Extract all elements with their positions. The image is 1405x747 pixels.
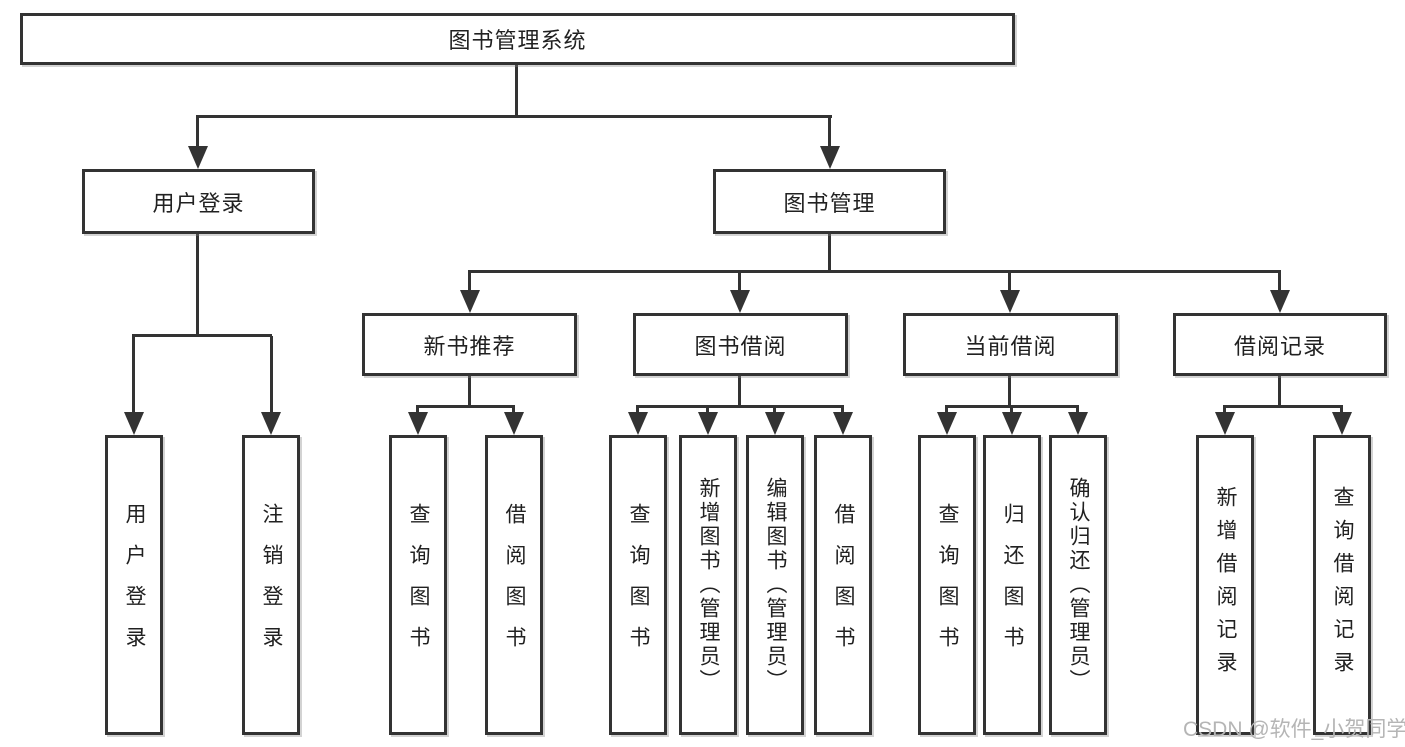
- node-user-login: 用户登录: [82, 169, 315, 234]
- node-label: 新增借阅记录: [1214, 486, 1237, 684]
- connector: [132, 334, 272, 337]
- connector: [1223, 405, 1343, 408]
- connector: [515, 65, 518, 117]
- node-label: 查询图书: [407, 503, 430, 667]
- connector: [416, 405, 515, 408]
- leaf-recommend-query-book: 查询图书: [389, 435, 447, 735]
- connector: [1278, 376, 1281, 407]
- node-label: 借阅记录: [1233, 333, 1326, 359]
- node-label: 用户登录: [123, 503, 146, 667]
- node-current-borrowing: 当前借阅: [903, 313, 1118, 376]
- arrow-down-icon: [124, 412, 144, 435]
- leaf-records-add-borrow-record: 新增借阅记录: [1196, 435, 1254, 735]
- node-label: 当前借阅: [964, 333, 1057, 359]
- leaf-borrowing-query-book: 查询图书: [609, 435, 667, 735]
- connector: [196, 117, 199, 150]
- arrow-down-icon: [1002, 412, 1022, 435]
- watermark: CSDN @软件_小贺同学: [1183, 718, 1405, 741]
- leaf-recommend-borrow-book: 借阅图书: [485, 435, 543, 735]
- arrow-down-icon: [937, 412, 957, 435]
- node-label: 归还图书: [1001, 503, 1024, 667]
- node-label: 查询图书: [627, 503, 650, 667]
- leaf-records-query-borrow-record: 查询借阅记录: [1313, 435, 1371, 735]
- node-label: 确认归还（管理员）: [1067, 477, 1090, 693]
- arrow-down-icon: [833, 412, 853, 435]
- node-book-borrowing: 图书借阅: [633, 313, 848, 376]
- node-label: 借阅图书: [832, 503, 855, 667]
- arrow-down-icon: [628, 412, 648, 435]
- node-label: 新书推荐: [423, 333, 516, 359]
- arrow-down-icon: [1332, 412, 1352, 435]
- connector: [738, 376, 741, 407]
- leaf-current-return-book: 归还图书: [983, 435, 1041, 735]
- connector: [738, 271, 741, 296]
- leaf-current-query-book: 查询图书: [918, 435, 976, 735]
- node-borrowing-records: 借阅记录: [1173, 313, 1387, 376]
- node-label: 图书管理: [783, 190, 876, 216]
- node-new-book-recommendation: 新书推荐: [362, 313, 577, 376]
- leaf-borrowing-borrow-book: 借阅图书: [814, 435, 872, 735]
- leaf-logout: 注销登录: [242, 435, 300, 735]
- arrow-down-icon: [460, 290, 480, 313]
- connector: [468, 376, 471, 407]
- arrow-down-icon: [1068, 412, 1088, 435]
- node-label: 新增图书（管理员）: [697, 477, 720, 693]
- node-label: 图书管理系统: [448, 28, 587, 53]
- node-label: 用户登录: [152, 190, 245, 216]
- connector: [270, 336, 273, 416]
- connector: [945, 405, 1079, 408]
- arrow-down-icon: [730, 290, 750, 313]
- connector: [468, 270, 1281, 273]
- connector: [196, 115, 832, 118]
- connector: [1008, 271, 1011, 296]
- node-book-management: 图书管理: [713, 169, 946, 234]
- leaf-current-confirm-return-admin: 确认归还（管理员）: [1049, 435, 1107, 735]
- arrow-down-icon: [820, 146, 840, 169]
- connector: [828, 234, 831, 271]
- node-label: 图书借阅: [694, 333, 787, 359]
- leaf-borrowing-edit-book-admin: 编辑图书（管理员）: [746, 435, 804, 735]
- arrow-down-icon: [261, 412, 281, 435]
- arrow-down-icon: [1000, 290, 1020, 313]
- node-root-library-management-system: 图书管理系统: [20, 13, 1015, 65]
- connector: [468, 271, 471, 296]
- leaf-user-login: 用户登录: [105, 435, 163, 735]
- node-label: 查询借阅记录: [1331, 486, 1354, 684]
- connector: [196, 234, 199, 336]
- node-label: 注销登录: [260, 503, 283, 667]
- arrow-down-icon: [1215, 412, 1235, 435]
- arrow-down-icon: [765, 412, 785, 435]
- leaf-borrowing-add-book-admin: 新增图书（管理员）: [679, 435, 737, 735]
- connector: [1008, 376, 1011, 407]
- node-label: 编辑图书（管理员）: [764, 477, 787, 693]
- arrow-down-icon: [1270, 290, 1290, 313]
- arrow-down-icon: [408, 412, 428, 435]
- connector: [1278, 271, 1281, 296]
- connector: [828, 117, 831, 150]
- node-label: 借阅图书: [503, 503, 526, 667]
- node-label: 查询图书: [936, 503, 959, 667]
- connector: [636, 405, 844, 408]
- arrow-down-icon: [188, 146, 208, 169]
- connector: [132, 336, 135, 416]
- arrow-down-icon: [504, 412, 524, 435]
- arrow-down-icon: [698, 412, 718, 435]
